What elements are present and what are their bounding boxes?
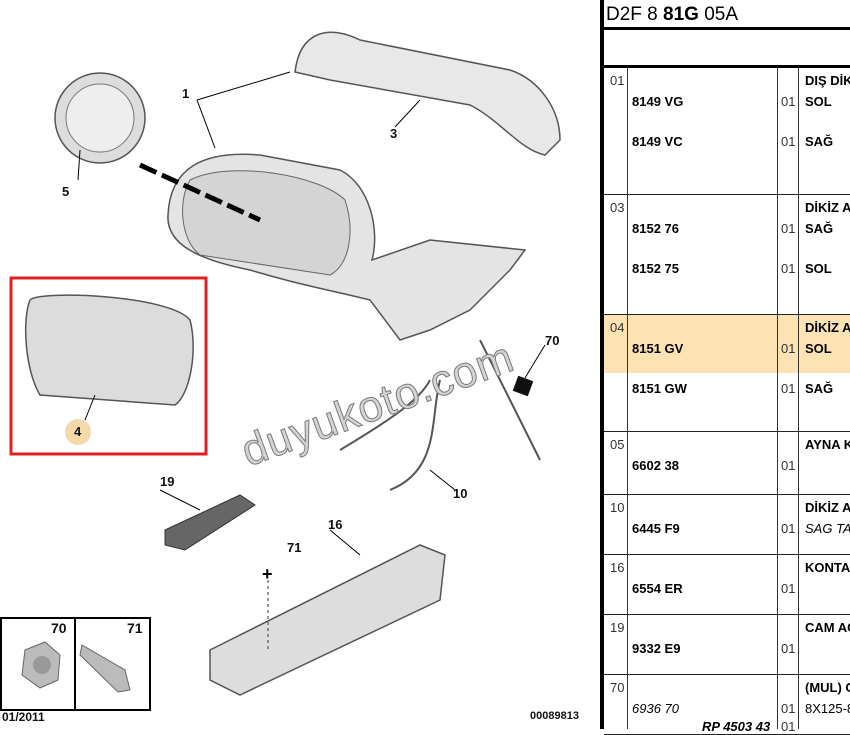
- column-divider: [777, 68, 778, 729]
- callout-5: 5: [62, 184, 70, 199]
- quantity: 01: [781, 341, 796, 356]
- table-row[interactable]: 10 DİKİZ A 6445 F9 01 SAG TA: [604, 495, 850, 555]
- screw-cross-icon: +: [262, 564, 273, 584]
- part-title: AYNA K: [805, 437, 850, 452]
- mirror-glass: [24, 294, 194, 406]
- callout-71: 71: [287, 540, 302, 555]
- callout-1: 1: [182, 86, 190, 101]
- code-suffix: 05A: [698, 4, 739, 25]
- leader-lines: [77, 71, 546, 556]
- item-number: 19: [610, 620, 625, 635]
- part-reference: 8151 GW: [632, 381, 687, 396]
- dashed-leader: [138, 162, 262, 223]
- part-reference: 8152 76: [632, 221, 679, 236]
- part-side: SAG TA: [805, 521, 850, 536]
- quantity: 01: [781, 134, 796, 149]
- callout-19: 19: [160, 474, 175, 489]
- part-title: DİKİZ A: [805, 320, 850, 335]
- window-switch-panel: [209, 544, 446, 696]
- screw-icon: [79, 644, 131, 693]
- part-title: (MUL) C: [805, 680, 850, 695]
- part-reference: 6445 F9: [632, 521, 680, 536]
- part-side: SAĞ: [805, 134, 834, 149]
- mirror-exploded-view: +: [0, 31, 561, 711]
- part-side: SOL: [805, 341, 832, 356]
- mirror-glass-in-housing: [182, 170, 351, 276]
- part-side: 8X125-8: [805, 701, 850, 716]
- part-title: DIŞ DİK: [805, 73, 850, 88]
- part-title: CAM AC: [805, 620, 850, 635]
- quantity: 01: [781, 701, 796, 716]
- row-highlight: [604, 315, 850, 373]
- mirror-cover: [294, 31, 561, 156]
- part-side: SOL: [805, 94, 832, 109]
- part-reference: 8152 75: [632, 261, 679, 276]
- part-reference: 6602 38: [632, 458, 679, 473]
- item-number: 10: [610, 500, 625, 515]
- inset-label-71: 71: [127, 620, 143, 636]
- parts-diagram: + 1 3 5 4 19 16 71 10 70 70 71 01/2011 0…: [0, 31, 579, 724]
- item-number: 03: [610, 200, 625, 215]
- quantity: 01: [781, 581, 796, 596]
- part-reference: 8149 VG: [632, 94, 684, 109]
- part-reference: 6554 ER: [632, 581, 683, 596]
- table-row[interactable]: 16 KONTA 6554 ER 01: [604, 555, 850, 615]
- item-number: 01: [610, 73, 625, 88]
- part-side: SOL: [805, 261, 832, 276]
- callout-16: 16: [328, 517, 343, 532]
- wiring-harness: [339, 339, 541, 491]
- part-reference: RP 4503 43: [702, 719, 771, 734]
- column-divider: [627, 68, 628, 729]
- quantity: 01: [781, 719, 796, 734]
- glass-pad: [164, 494, 256, 551]
- item-number: 04: [610, 320, 625, 335]
- quantity: 01: [781, 94, 796, 109]
- quantity: 01: [781, 458, 796, 473]
- nut-part: [512, 375, 534, 397]
- part-reference: 8151 GV: [632, 341, 684, 356]
- item-number: 16: [610, 560, 625, 575]
- nut-hole: [33, 656, 51, 674]
- catalog-code: D2F 8 81G 05A: [604, 0, 850, 30]
- callout-3: 3: [390, 126, 398, 141]
- part-side: SAĞ: [805, 221, 834, 236]
- item-number: 70: [610, 680, 625, 695]
- table-row[interactable]: 70 (MUL) C 6936 70 01 8X125-8 RP 4503 43 01: [604, 675, 850, 735]
- table-header-blank: [604, 30, 850, 68]
- quantity: 01: [781, 221, 796, 236]
- table-row[interactable]: 19 CAM AC 9332 E9 01: [604, 615, 850, 675]
- quantity: 01: [781, 641, 796, 656]
- ring-inner: [65, 83, 135, 153]
- highlight-box: [9, 276, 208, 456]
- callout-4: 4: [74, 424, 82, 439]
- callout-10: 10: [453, 486, 468, 501]
- code-prefix: D2F 8: [606, 4, 664, 25]
- diagram-date: 01/2011: [2, 710, 45, 724]
- part-reference: 9332 E9: [632, 641, 681, 656]
- part-title: DİKİZ A: [805, 200, 850, 215]
- part-title: KONTA: [805, 560, 850, 575]
- callout-highlight: [65, 419, 91, 445]
- column-divider: [798, 68, 799, 729]
- table-row[interactable]: 05 AYNA K 6602 38 01: [604, 432, 850, 495]
- item-number: 05: [610, 437, 625, 452]
- part-side: SAĞ: [805, 381, 834, 396]
- part-reference: 6936 70: [632, 701, 679, 716]
- quantity: 01: [781, 521, 796, 536]
- part-title: DİKİZ A: [805, 500, 850, 515]
- drawing-number: 00089813: [530, 710, 579, 722]
- callout-70: 70: [545, 333, 560, 348]
- code-bold: 81G: [663, 4, 699, 25]
- part-reference: 8149 VC: [632, 134, 683, 149]
- quantity: 01: [781, 261, 796, 276]
- inset-label-70: 70: [51, 620, 67, 636]
- quantity: 01: [781, 381, 796, 396]
